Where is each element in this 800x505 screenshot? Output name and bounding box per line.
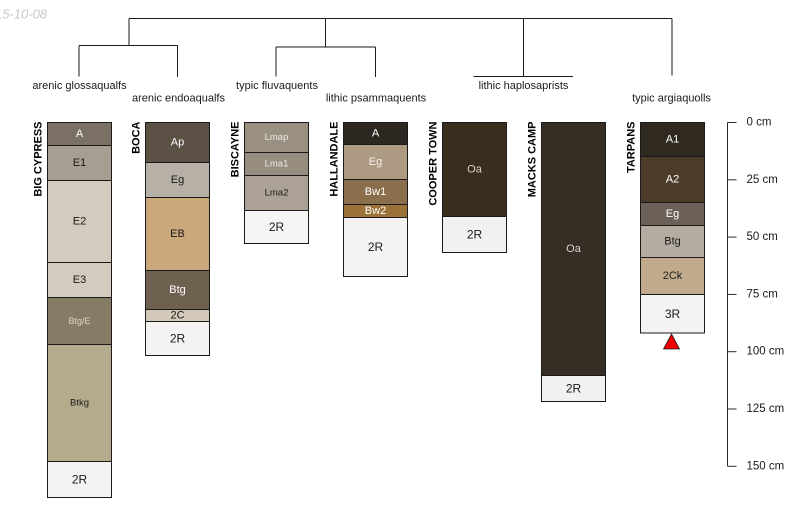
svg-text:Lma2: Lma2 xyxy=(265,188,289,199)
svg-text:typic fluvaquents: typic fluvaquents xyxy=(236,80,318,92)
svg-text:lithic psammaquents: lithic psammaquents xyxy=(326,93,427,105)
svg-text:Btkg: Btkg xyxy=(70,398,89,409)
svg-text:E3: E3 xyxy=(73,274,86,286)
svg-text:75 cm: 75 cm xyxy=(747,288,778,300)
svg-text:2R: 2R xyxy=(170,332,186,346)
svg-text:Btg: Btg xyxy=(169,284,186,296)
svg-text:0 cm: 0 cm xyxy=(747,117,772,129)
svg-text:2Ck: 2Ck xyxy=(663,270,683,282)
svg-text:BOCA: BOCA xyxy=(130,121,142,153)
svg-text:E1: E1 xyxy=(73,157,86,169)
svg-text:MACKS CAMP: MACKS CAMP xyxy=(526,122,538,198)
svg-text:BIG CYPRESS: BIG CYPRESS xyxy=(32,122,44,197)
svg-text:E2: E2 xyxy=(73,216,86,228)
svg-text:100 cm: 100 cm xyxy=(747,346,785,358)
svg-text:50 cm: 50 cm xyxy=(747,231,778,243)
svg-text:Ap: Ap xyxy=(171,137,184,149)
svg-text:TARPANS: TARPANS xyxy=(625,122,637,174)
svg-text:HALLANDALE: HALLANDALE xyxy=(328,122,340,197)
svg-text:Eg: Eg xyxy=(369,156,382,168)
svg-text:Btg/E: Btg/E xyxy=(68,316,90,326)
svg-text:Bw1: Bw1 xyxy=(365,186,386,198)
svg-text:Lmap: Lmap xyxy=(265,132,289,143)
svg-text:arenic endoaqualfs: arenic endoaqualfs xyxy=(132,93,225,105)
svg-text:A2: A2 xyxy=(666,174,679,186)
svg-text:150 cm: 150 cm xyxy=(747,460,785,472)
svg-text:15-10-08: 15-10-08 xyxy=(0,7,48,22)
svg-text:Lma1: Lma1 xyxy=(265,159,289,170)
svg-text:arenic glossaqualfs: arenic glossaqualfs xyxy=(32,80,127,92)
svg-text:Oa: Oa xyxy=(566,243,582,255)
svg-text:25 cm: 25 cm xyxy=(747,174,778,186)
svg-text:2R: 2R xyxy=(566,382,582,396)
svg-text:125 cm: 125 cm xyxy=(747,403,785,415)
svg-text:COOPER TOWN: COOPER TOWN xyxy=(427,121,439,205)
svg-text:Eg: Eg xyxy=(666,208,679,220)
svg-text:Btg: Btg xyxy=(664,236,681,248)
svg-text:lithic haplosaprists: lithic haplosaprists xyxy=(479,80,569,92)
svg-text:2R: 2R xyxy=(72,473,88,487)
svg-text:A1: A1 xyxy=(666,134,679,146)
svg-text:A: A xyxy=(76,128,84,140)
svg-text:2R: 2R xyxy=(368,240,384,254)
svg-text:2R: 2R xyxy=(467,228,483,242)
svg-text:2R: 2R xyxy=(269,220,285,234)
svg-text:2C: 2C xyxy=(170,310,184,322)
svg-text:Eg: Eg xyxy=(171,174,184,186)
svg-text:typic argiaquolls: typic argiaquolls xyxy=(632,93,711,105)
svg-text:Oa: Oa xyxy=(467,164,483,176)
svg-text:EB: EB xyxy=(170,228,185,240)
svg-text:3R: 3R xyxy=(665,307,681,321)
svg-text:Bw2: Bw2 xyxy=(365,205,386,217)
svg-text:A: A xyxy=(372,128,380,140)
svg-text:BISCAYNE: BISCAYNE xyxy=(229,121,241,177)
